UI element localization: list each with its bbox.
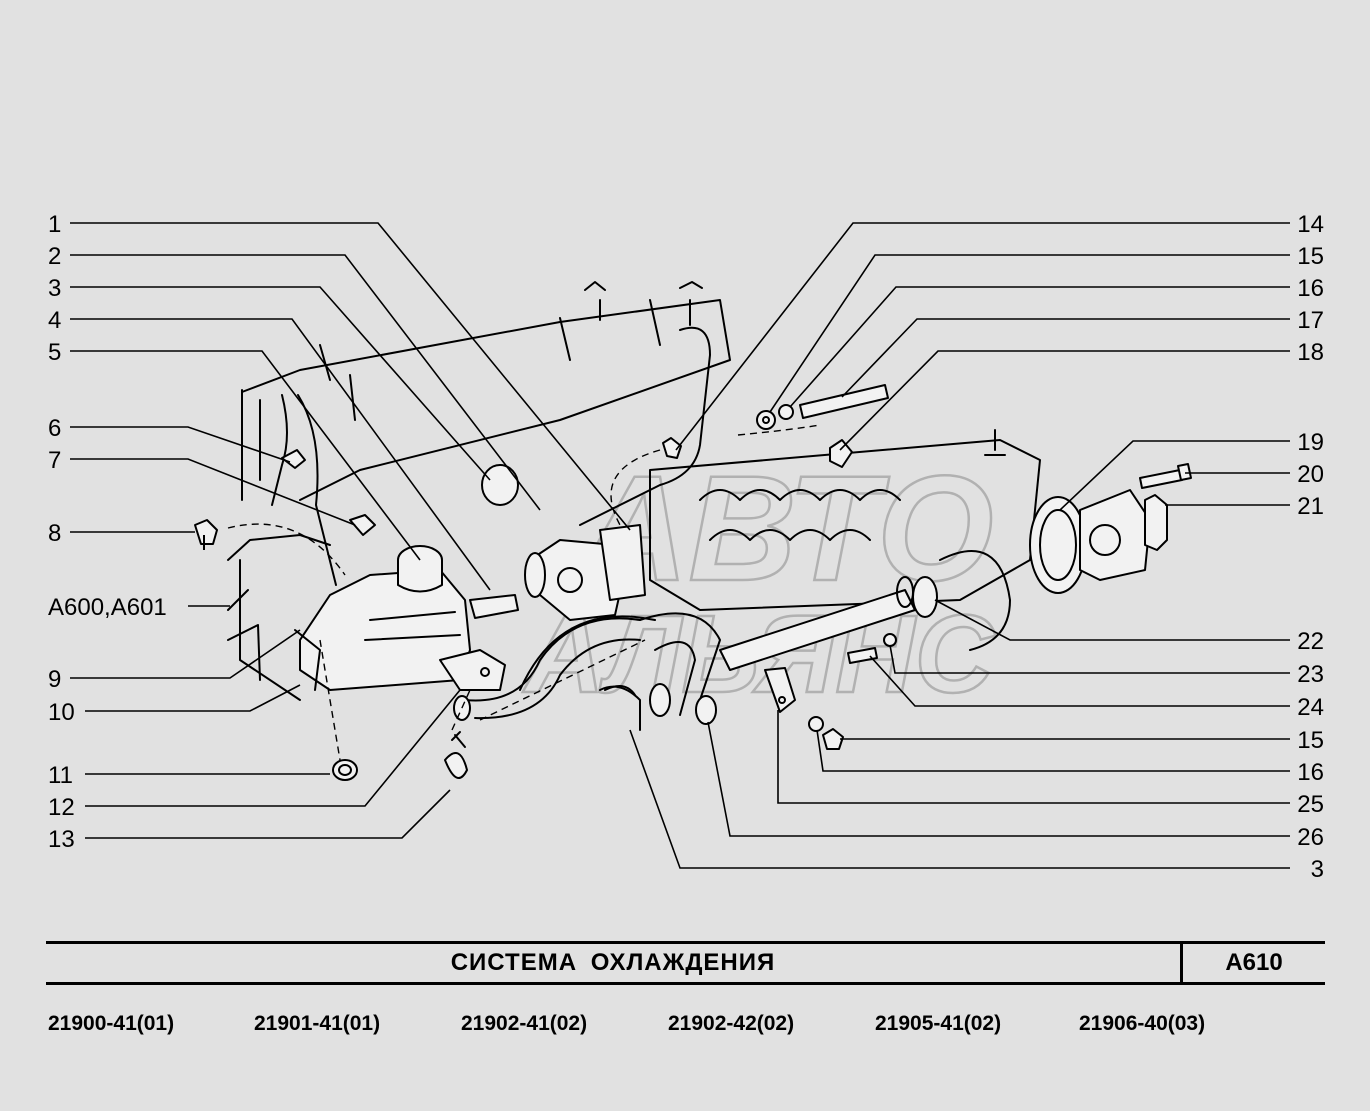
callout-21: 21: [1297, 493, 1324, 520]
callout-4: 4: [48, 307, 61, 334]
callout-3: 3: [48, 275, 61, 302]
callouts-left: 1 2 3 4 5 6 7 8 A600,A601 9 10 11 12 13: [48, 211, 167, 853]
callout-12: 12: [48, 794, 75, 821]
model-code: 21906-40(03): [1079, 1012, 1206, 1035]
expansion-tank: [294, 545, 471, 691]
callout-16b: 16: [1297, 759, 1324, 786]
assembly-line-13: [451, 689, 471, 731]
model-list: 21900-41(01) 21901-41(01) 21902-41(02) 2…: [48, 1012, 1328, 1040]
tank-bracket: [439, 649, 506, 691]
clamps: [332, 685, 636, 781]
hoses: [453, 612, 721, 731]
model-code: 21905-41(02): [875, 1012, 1002, 1035]
model-code: 21902-41(02): [461, 1012, 588, 1035]
callout-15b: 15: [1297, 727, 1324, 754]
studs-and-bolts: [194, 384, 1192, 750]
callout-18: 18: [1297, 339, 1324, 366]
callout-2: 2: [48, 243, 61, 270]
callout-14: 14: [1297, 211, 1324, 238]
title-block: СИСТЕМА ОХЛАЖДЕНИЯ A610: [46, 941, 1325, 985]
callout-23: 23: [1297, 661, 1324, 688]
assembly-line-11: [319, 639, 341, 761]
callout-24: 24: [1297, 694, 1324, 721]
callouts-right: 14 15 16 17 18 19 20 21 22 23 24 15 16 2…: [1297, 211, 1324, 883]
callout-3b: 3: [1311, 856, 1324, 883]
callout-8: 8: [48, 520, 61, 547]
callout-16: 16: [1297, 275, 1324, 302]
assembly-arc-15: [737, 424, 821, 436]
callout-10: 10: [48, 699, 75, 726]
callout-9: 9: [48, 666, 61, 693]
pipe-bracket: [764, 667, 796, 713]
thermostat-housing: [524, 524, 646, 621]
callout-15: 15: [1297, 243, 1324, 270]
assembly-line-hose: [479, 639, 646, 721]
callout-20: 20: [1297, 461, 1324, 488]
assembly-arc-14: [610, 449, 661, 526]
callout-7: 7: [48, 447, 61, 474]
callout-19: 19: [1297, 429, 1324, 456]
callout-25: 25: [1297, 791, 1324, 818]
title-divider: [1180, 944, 1183, 982]
callout-a600-a601: A600,A601: [48, 594, 167, 621]
callout-11: 11: [48, 762, 73, 789]
model-code: 21900-41(01): [48, 1012, 175, 1035]
bypass-pipe: [719, 576, 938, 671]
callout-22: 22: [1297, 628, 1324, 655]
callout-5: 5: [48, 339, 61, 366]
callout-17: 17: [1297, 307, 1324, 334]
model-code: 21902-42(02): [668, 1012, 795, 1035]
callout-26: 26: [1297, 824, 1324, 851]
leaders-right: [629, 222, 1290, 869]
assembly-arc-8: [227, 523, 346, 576]
diagram-title: СИСТЕМА ОХЛАЖДЕНИЯ: [450, 949, 776, 976]
section-code: A610: [1225, 949, 1283, 976]
model-code: 21901-41(01): [254, 1012, 381, 1035]
callout-6: 6: [48, 415, 61, 442]
leaders-left: [70, 222, 631, 839]
callout-13: 13: [48, 826, 75, 853]
callout-1: 1: [48, 211, 61, 238]
water-pump: [1029, 489, 1168, 594]
